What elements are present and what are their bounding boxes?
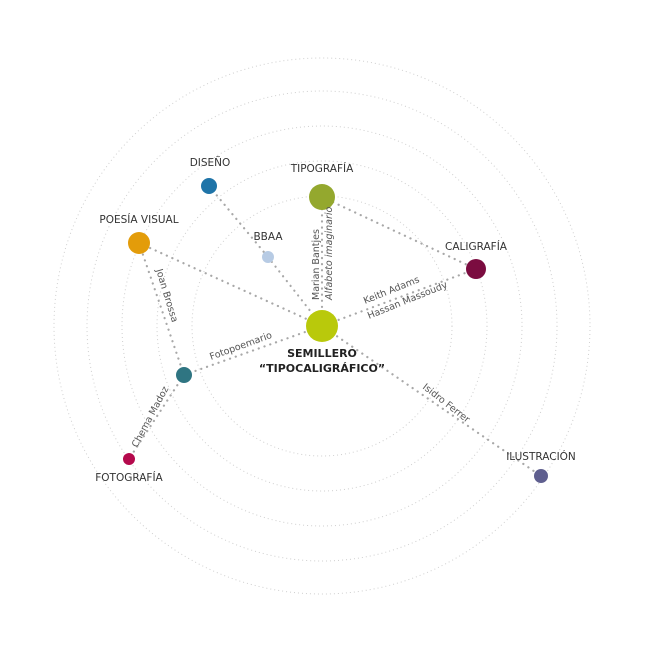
link-label-madoz: Chema Madoz <box>130 385 171 450</box>
link-tipografia-caligrafia <box>320 195 478 271</box>
node-tipografia <box>309 184 335 210</box>
node-bbaa <box>262 251 274 263</box>
ring-4 <box>86 90 558 562</box>
link-label-alfabeto: Alfabeto imaginario <box>324 206 335 301</box>
link-diseno-bbaa <box>207 184 270 259</box>
node-caligrafia <box>466 259 486 279</box>
center-label-line2: “TIPOCALIGRÁFICO” <box>259 362 385 375</box>
ring-5 <box>53 57 591 595</box>
label-caligrafia: CALIGRAFÍA <box>445 240 508 253</box>
label-bbaa: BBAA <box>253 231 283 243</box>
node-teal <box>176 367 192 383</box>
label-ilustracion: ILUSTRACIÓN <box>506 450 576 463</box>
center-label-line1: SEMILLERO <box>287 347 357 360</box>
link-poesia-teal <box>137 241 186 377</box>
link-label-bantjes: Marian Bantjes <box>311 229 322 300</box>
node-poesia <box>128 232 150 254</box>
node-fotografia <box>123 453 135 465</box>
nodes <box>123 178 548 483</box>
node-center <box>306 310 338 342</box>
link-label-ferrer: Isidro Ferrer <box>420 382 472 426</box>
link-teal-center <box>182 324 324 377</box>
node-ilustracion <box>534 469 548 483</box>
ring-2 <box>156 160 488 492</box>
label-poesia-visual: POESÍA VISUAL <box>99 213 178 226</box>
label-tipografia: TIPOGRAFÍA <box>290 162 354 175</box>
label-diseno: DISEÑO <box>190 156 231 169</box>
ring-3 <box>121 125 523 527</box>
label-fotografia: FOTOGRAFÍA <box>95 471 163 484</box>
node-diseno <box>201 178 217 194</box>
